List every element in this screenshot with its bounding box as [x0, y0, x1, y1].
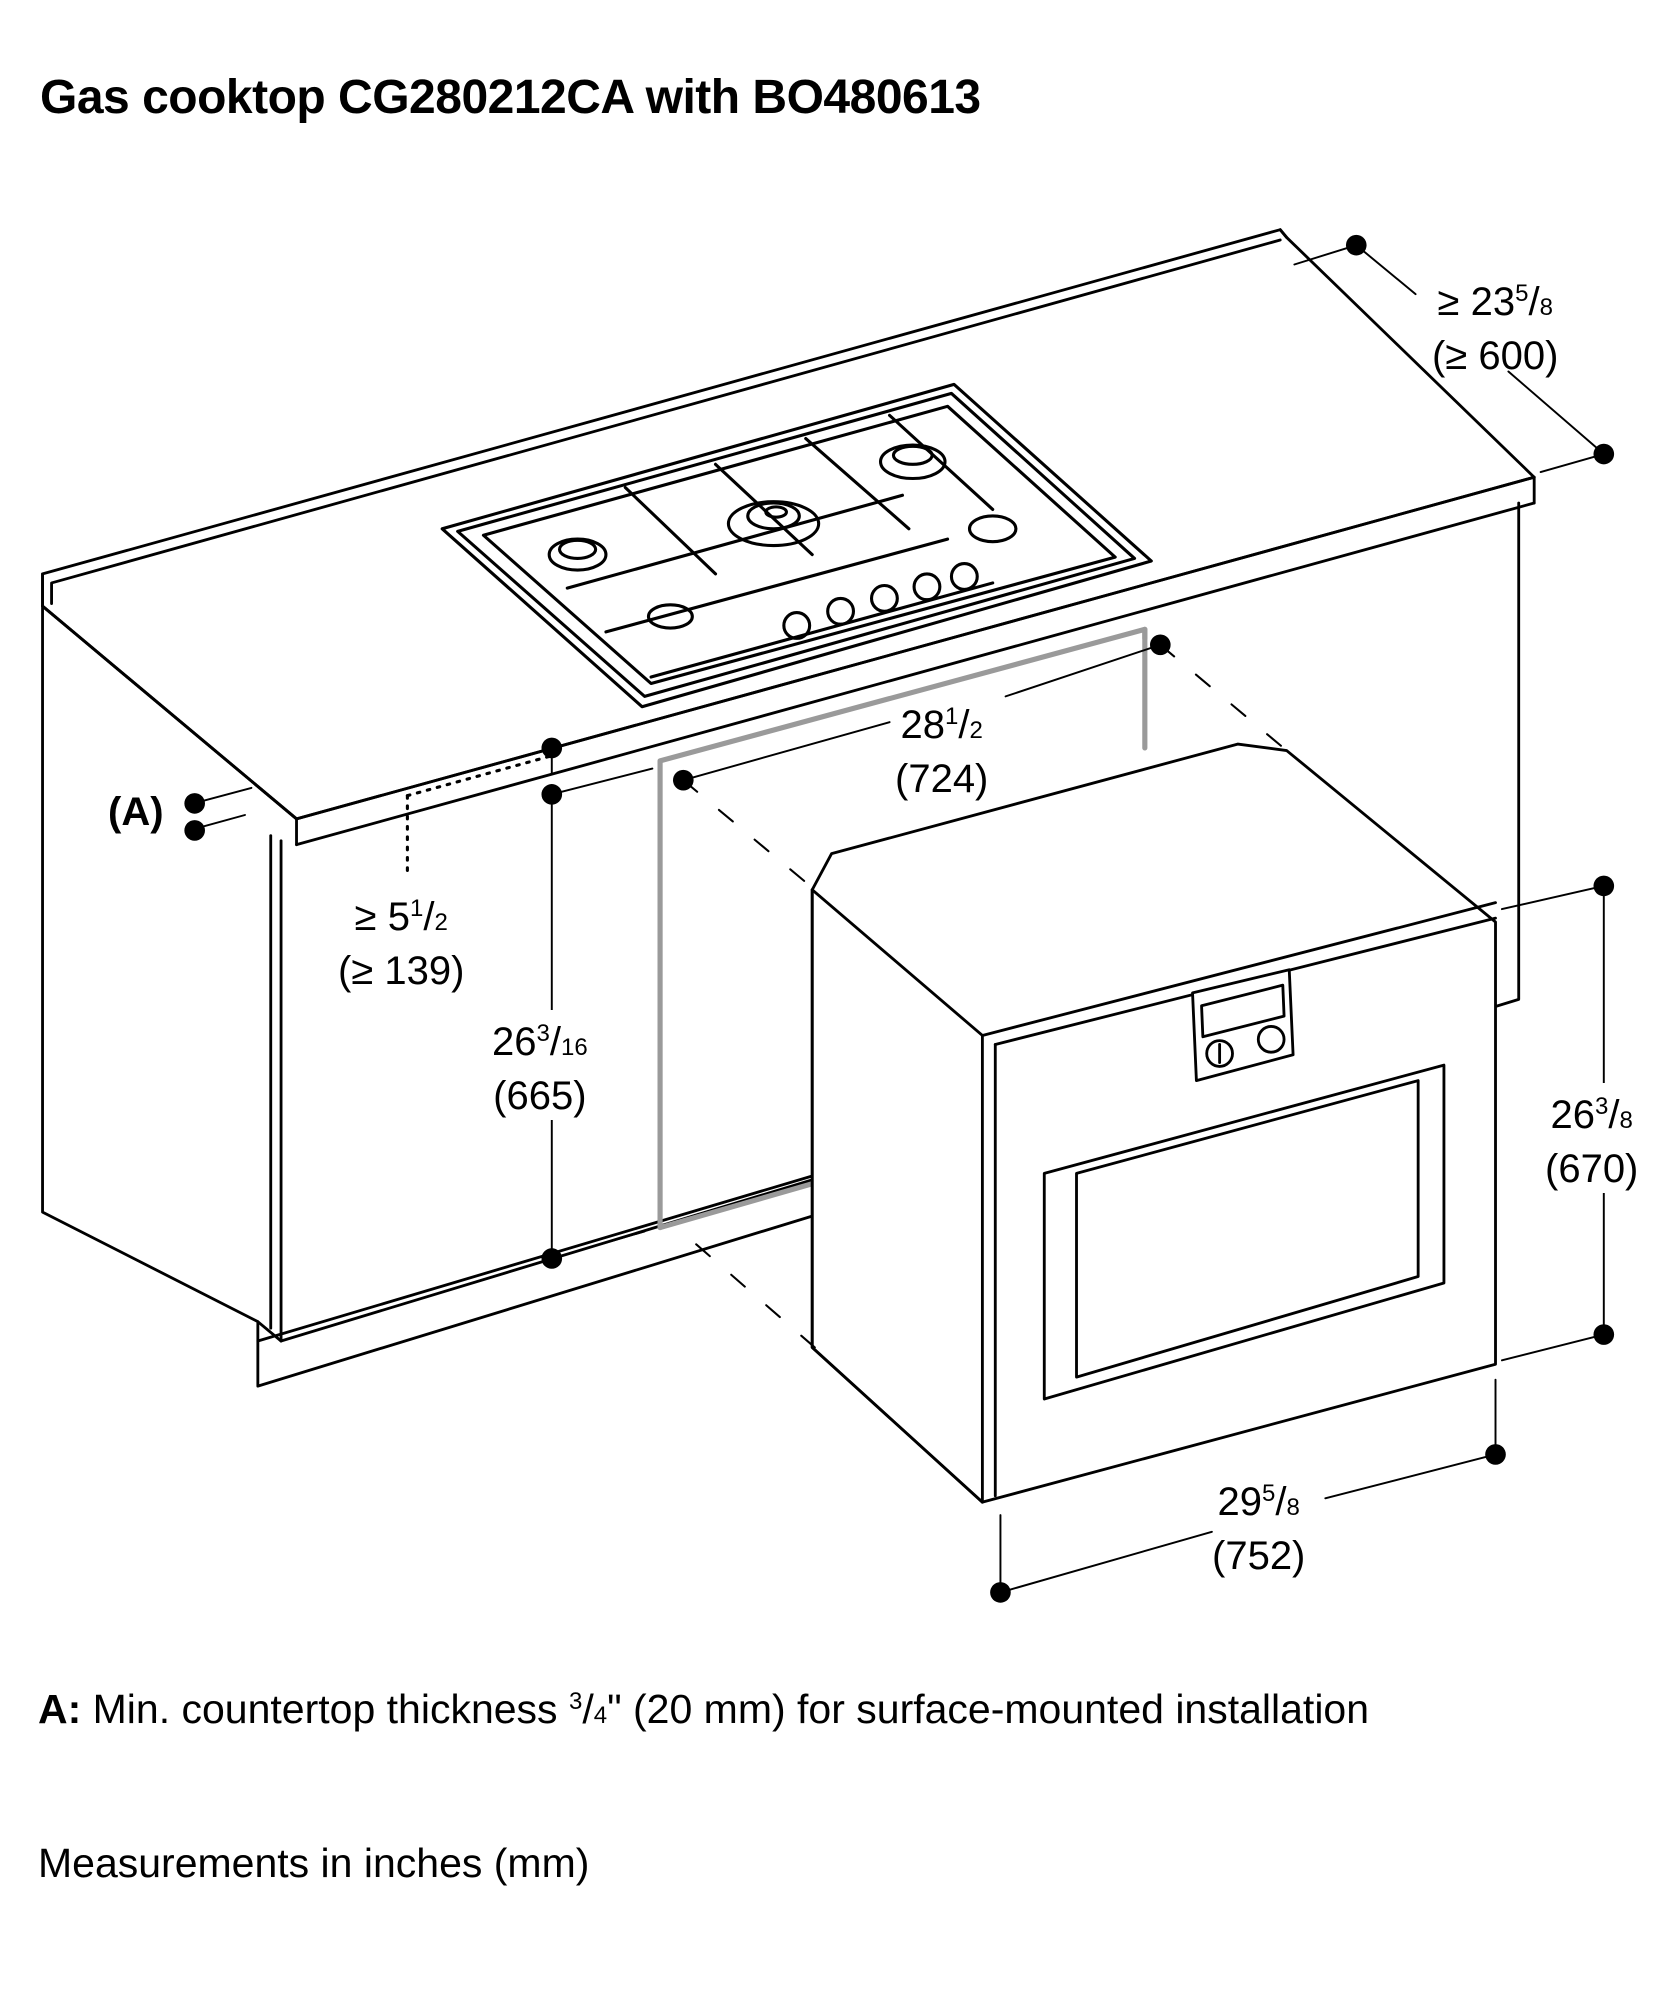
units-note: Measurements in inches (mm) — [38, 1840, 590, 1886]
dot — [672, 769, 694, 791]
built-in-oven — [810, 742, 1497, 1504]
dimension-niche-height: 263/16 (665) — [492, 1010, 588, 1120]
gas-cooktop — [440, 382, 1153, 709]
control-knobs — [782, 562, 979, 640]
dot — [184, 820, 205, 841]
dot — [990, 1582, 1011, 1603]
dot — [541, 737, 563, 759]
oven-control-panel — [1191, 968, 1295, 1082]
countertop-note: A: Min. countertop thickness 3/4" (20 mm… — [38, 1686, 1370, 1732]
callout-a-label: (A) — [108, 790, 164, 834]
dimension-niche-width: 281/2 (724) — [895, 703, 989, 801]
dot — [541, 1248, 563, 1269]
dot — [1593, 875, 1615, 897]
burners — [547, 443, 1018, 630]
dot — [1593, 443, 1615, 465]
dimension-markers — [184, 234, 1615, 1603]
page-title: Gas cooktop CG280212CA with BO480613 — [40, 71, 981, 124]
dot — [184, 793, 205, 814]
dot — [1593, 1324, 1615, 1345]
dot — [1345, 234, 1367, 256]
dot — [1485, 1444, 1506, 1465]
dimension-oven-height: 263/8 (670) — [1545, 1083, 1639, 1193]
dimension-clearance: ≥ 51/2 (≥ 139) — [338, 895, 465, 993]
dimension-depth: ≥ 235/8 (≥ 600) — [1432, 280, 1559, 378]
dot — [1149, 634, 1171, 656]
burner-grates — [565, 413, 995, 679]
projection-lines — [682, 643, 1288, 1349]
dot — [541, 784, 563, 805]
dimension-oven-width: 295/8 (752) — [1212, 1480, 1306, 1578]
